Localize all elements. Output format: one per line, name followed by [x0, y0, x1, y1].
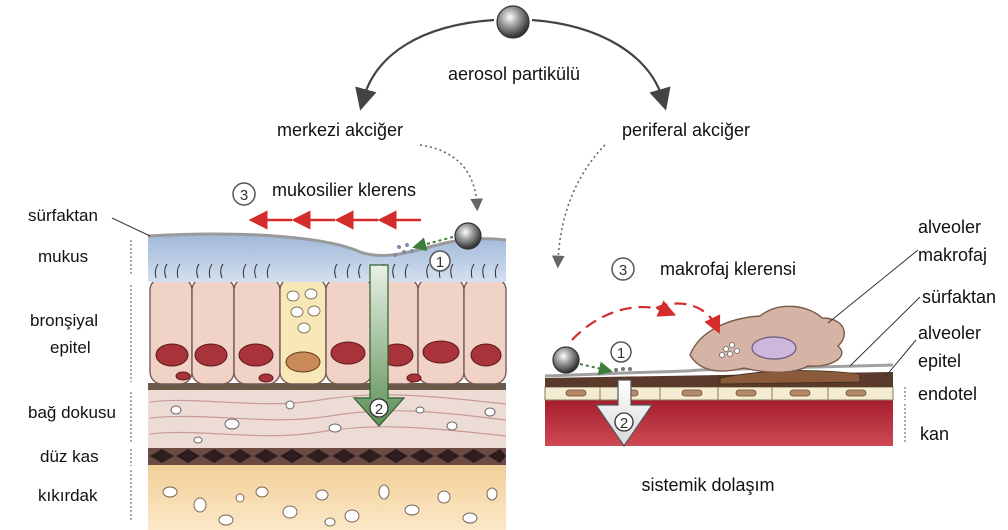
label-alveolar-epithelium-line2: epitel [918, 351, 961, 371]
label-surfactant-right: sürfaktan [922, 287, 996, 307]
leader-surfactant-left [112, 218, 150, 236]
green-dissolve-arrow-right [580, 364, 606, 370]
macrophage-nucleus [752, 337, 796, 359]
right-step3-label: 3 [619, 262, 627, 279]
label-endothelium: endotel [918, 384, 977, 404]
central-lung-label: merkezi akciğer [277, 120, 403, 140]
label-mucus: mukus [38, 247, 88, 266]
label-blood: kan [920, 424, 949, 444]
aerosol-particle-icon [497, 6, 529, 38]
particle-label: aerosol partikülü [448, 64, 580, 84]
left-step2-label: 2 [375, 401, 383, 418]
label-surfactant-left: sürfaktan [28, 206, 98, 225]
label-connective: bağ dokusu [28, 403, 116, 422]
alveolar-epithelium-cell [720, 371, 860, 384]
right-step2-label: 2 [620, 415, 628, 432]
peripheral-lung-label: periferal akciğer [622, 120, 750, 140]
left-particle-icon [455, 223, 481, 249]
label-macrophage-line1: alveoler [918, 217, 981, 237]
label-macrophage-line2: makrofaj [918, 245, 987, 265]
right-particle-icon [553, 347, 579, 373]
macrophage-arc-arrow-2 [656, 304, 716, 326]
mucociliary-clearance-label: mukosilier klerens [272, 180, 416, 200]
leader-surfactant-right [850, 297, 920, 366]
arrow-to-central [363, 20, 494, 100]
dotted-arrow-peripheral [558, 145, 605, 262]
macrophage-clearance-label: makrofaj klerensi [660, 259, 796, 279]
alveolar-tissue: 1 2 3 makrofaj klerensi sistemik dolaşım [545, 258, 893, 495]
right-step1-label: 1 [617, 345, 625, 362]
arrow-to-peripheral [532, 20, 663, 100]
epithelial-cells [150, 278, 506, 384]
systemic-circulation-label: sistemik dolaşım [641, 475, 774, 495]
left-step1-label: 1 [436, 254, 444, 271]
label-epithelium-line2: epitel [50, 338, 91, 357]
endothelium-layer [545, 387, 893, 400]
label-epithelium-line1: bronşiyal [30, 311, 98, 330]
label-cartilage: kıkırdak [38, 486, 98, 505]
bronchial-tissue: 1 2 3 mukosilier klerens [148, 180, 506, 530]
left-layer-labels: sürfaktan mukus bronşiyal epitel bağ dok… [28, 206, 150, 522]
label-smooth-muscle: düz kas [40, 447, 99, 466]
macrophage-arc-arrow-1 [572, 307, 668, 340]
left-step3-label: 3 [240, 187, 248, 204]
dotted-arrow-central [420, 145, 477, 205]
leader-alveolar-epithelium [886, 340, 916, 376]
top-branch: aerosol partikülü merkezi akciğer perife… [277, 6, 750, 262]
label-alveolar-epithelium-line1: alveoler [918, 323, 981, 343]
